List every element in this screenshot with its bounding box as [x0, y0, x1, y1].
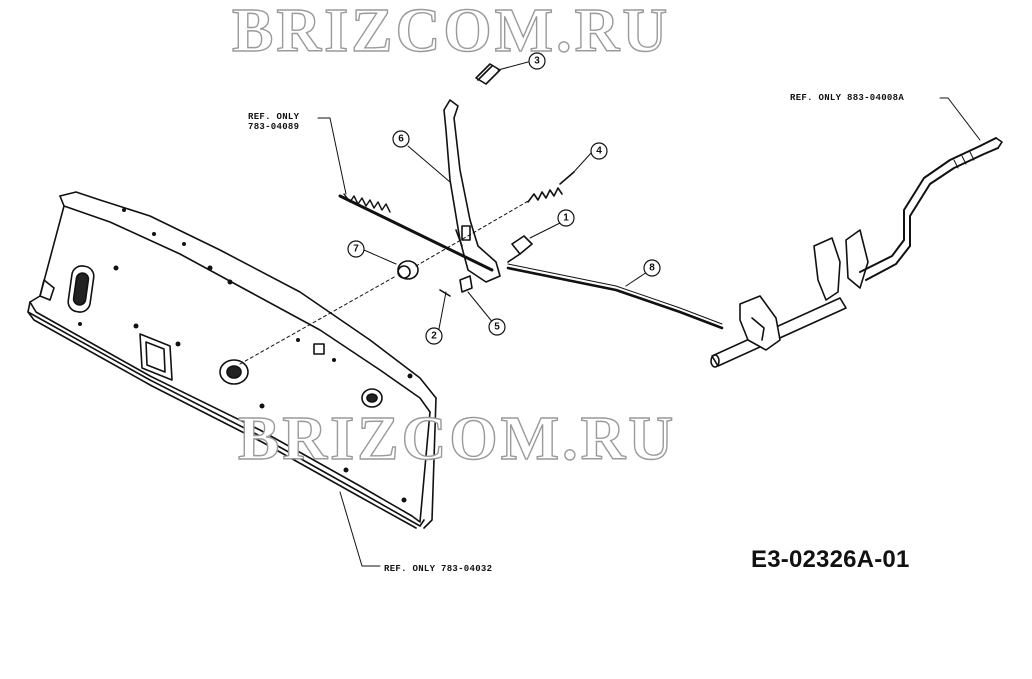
frame-rail [27, 191, 437, 529]
callout-1-circle [557, 209, 575, 227]
reference-label-bottom: REF. ONLY 783-04032 [384, 564, 493, 574]
callout-5: 5 [494, 322, 500, 333]
callout-8: 8 [649, 263, 655, 274]
fitting [507, 235, 533, 263]
reference-left-line1: REF. ONLY [248, 112, 300, 122]
reference-label-right: REF. ONLY 883-04008A [790, 93, 905, 103]
handle-grip [475, 63, 501, 85]
link-rod [506, 263, 724, 330]
callout-4-circle [590, 142, 608, 160]
spring-rod [338, 193, 494, 272]
callout-2: 2 [431, 331, 437, 342]
diagram-code: E3-02326A-01 [751, 546, 910, 573]
pedal-shaft [710, 137, 1003, 368]
callout-circles [347, 52, 661, 345]
callout-7-circle [347, 240, 365, 258]
callout-5-circle [488, 318, 506, 336]
spring [527, 171, 575, 203]
lever-arm [443, 99, 501, 283]
callout-8-circle [643, 259, 661, 277]
pin-and-nut [439, 275, 473, 297]
alignment-lines [239, 199, 531, 365]
reference-label-left: REF. ONLY 783-04089 [248, 112, 299, 132]
rail-holes [78, 208, 413, 503]
callout-3: 3 [534, 56, 540, 67]
callout-2-circle [425, 327, 443, 345]
callout-6-circle [392, 130, 410, 148]
callout-7: 7 [353, 244, 359, 255]
callout-1: 1 [563, 213, 569, 224]
callout-leaders [317, 61, 981, 567]
bushing [397, 260, 419, 280]
callout-6: 6 [398, 134, 404, 145]
callout-4: 4 [596, 146, 602, 157]
reference-left-line2: 783-04089 [248, 122, 300, 132]
callout-3-circle [528, 52, 546, 70]
